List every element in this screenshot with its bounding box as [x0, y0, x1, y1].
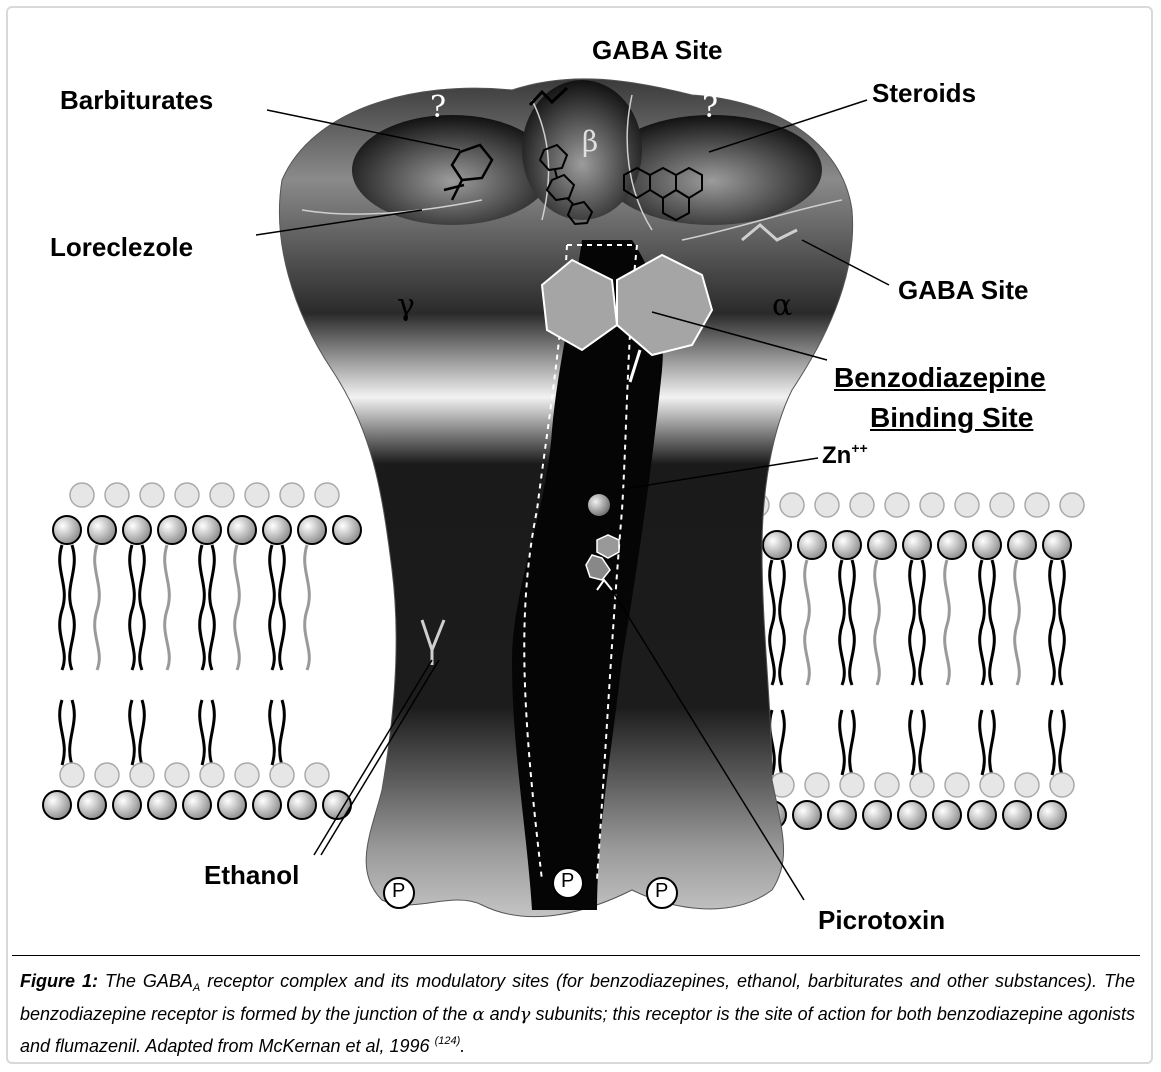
receptor-illustration [12, 10, 1147, 950]
figure-label: Figure 1: [20, 971, 98, 991]
caption-part1: The GABA [98, 971, 193, 991]
loreclezole-label: Loreclezole [50, 232, 193, 263]
phosphate-label-center: P [561, 870, 574, 893]
subunit-alpha: α [772, 288, 792, 323]
zinc-label: Zn++ [822, 440, 868, 470]
zinc-ion [588, 494, 610, 516]
top-cup-left [352, 115, 552, 225]
caption-alpha: α [472, 1004, 484, 1025]
phosphate-label-right: P [655, 880, 668, 903]
steroids-label: Steroids [872, 78, 976, 109]
ethanol-label: Ethanol [204, 860, 299, 891]
caption-gamma: γ [520, 1004, 531, 1025]
caption-part3: and [485, 1004, 520, 1024]
benzodiazepine-label-line2: Binding Site [870, 402, 1033, 434]
zinc-charge: ++ [851, 440, 867, 456]
figure-caption: Figure 1: The GABAA receptor complex and… [20, 968, 1135, 1059]
subunit-beta: β [582, 125, 598, 158]
phosphate-label-left: P [392, 880, 405, 903]
question-mark-right: ? [702, 90, 718, 125]
caption-divider [12, 955, 1140, 956]
caption-part5: . [460, 1036, 465, 1056]
subunit-gamma: γ [397, 288, 415, 323]
caption-reference: (124) [435, 1035, 461, 1047]
zinc-symbol: Zn [822, 442, 851, 469]
gaba-site-top-label: GABA Site [592, 35, 723, 66]
gaba-site-right-label: GABA Site [898, 275, 1029, 306]
receptor-diagram: ? ? β γ α P P P GABA Site Barbiturates S… [12, 10, 1147, 950]
benzodiazepine-label-line1: Benzodiazepine [834, 362, 1046, 394]
barbiturates-label: Barbiturates [60, 85, 213, 116]
question-mark-left: ? [430, 90, 446, 125]
picrotoxin-label: Picrotoxin [818, 905, 945, 936]
